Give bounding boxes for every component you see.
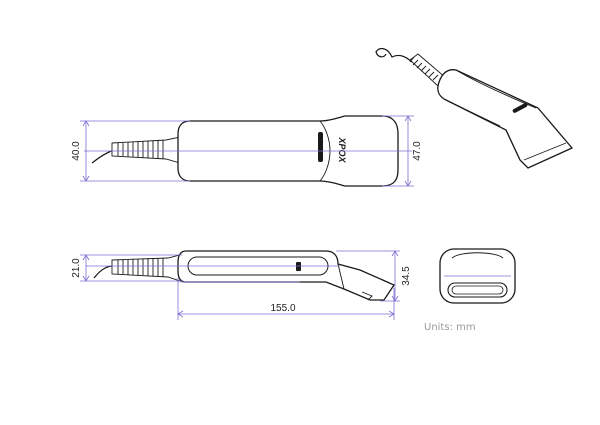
top-view-cable bbox=[91, 149, 115, 164]
top-view: XPOX 40.0 47.0 bbox=[71, 115, 423, 187]
top-view-strain-relief bbox=[111, 136, 181, 164]
dim-top-width bbox=[382, 115, 414, 187]
side-view-nose-line bbox=[337, 263, 345, 290]
front-view-window bbox=[447, 282, 508, 298]
dim-side-height-label: 21.0 bbox=[71, 258, 82, 278]
dim-top-height bbox=[80, 120, 190, 182]
front-view-top-ridge bbox=[451, 252, 504, 259]
iso-view-side-edge bbox=[445, 99, 501, 127]
dim-length-label: 155.0 bbox=[270, 303, 295, 314]
side-view: 21.0 34.5 155.0 bbox=[71, 250, 412, 320]
iso-view-cable bbox=[375, 47, 413, 63]
dim-side-nose bbox=[336, 250, 400, 302]
side-view-strain-relief bbox=[111, 254, 181, 282]
dim-side-height bbox=[80, 254, 182, 282]
iso-view-body bbox=[437, 69, 574, 169]
top-view-brand-mark: XPOX bbox=[337, 136, 347, 163]
front-view-window-inner bbox=[451, 285, 504, 295]
iso-view-nose bbox=[505, 129, 573, 169]
side-view-trigger bbox=[296, 262, 301, 271]
dim-top-height-label: 40.0 bbox=[71, 141, 82, 161]
top-view-trigger-slot bbox=[318, 132, 323, 162]
dim-top-width-label: 47.0 bbox=[412, 141, 423, 161]
dim-length bbox=[177, 278, 395, 320]
iso-view-nose-window bbox=[523, 142, 567, 161]
side-view-nose-detail bbox=[361, 291, 373, 301]
iso-view-top-face bbox=[455, 69, 537, 109]
front-view bbox=[439, 248, 516, 304]
iso-view-trigger-slot bbox=[512, 103, 528, 113]
iso-view bbox=[375, 47, 574, 169]
dim-side-nose-label: 34.5 bbox=[401, 266, 412, 286]
units-label: Units: mm bbox=[424, 322, 476, 333]
side-view-cable bbox=[93, 265, 115, 279]
